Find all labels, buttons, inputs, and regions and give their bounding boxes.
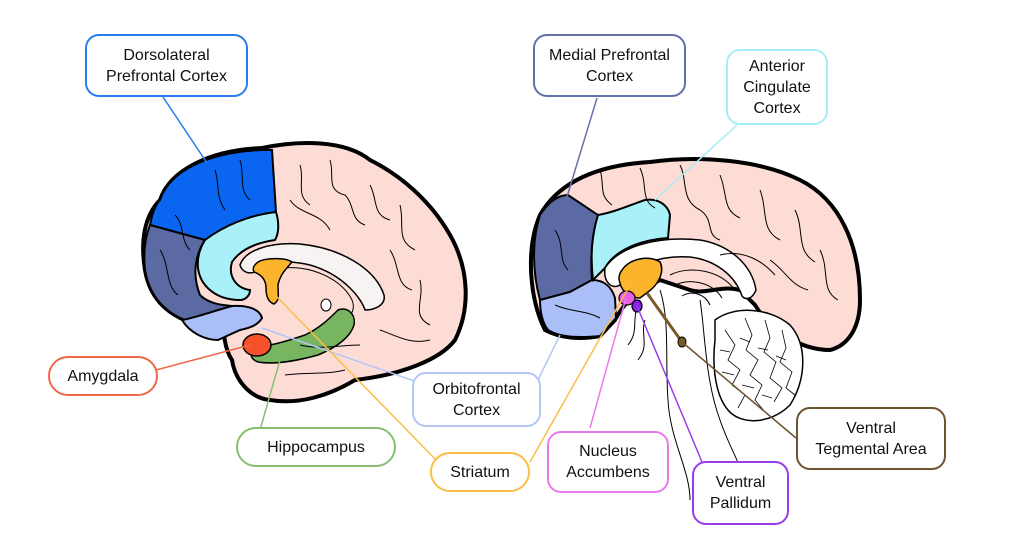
label-line: Medial Prefrontal <box>549 46 670 64</box>
label-line: Cingulate <box>743 78 811 96</box>
leader-vta <box>681 341 797 439</box>
label-amygdala: Amygdala <box>48 356 158 396</box>
leader-striatum-left <box>274 294 439 463</box>
right-striatum-region <box>618 257 663 299</box>
leader-striatum-right <box>529 284 631 463</box>
right-acc-region <box>590 198 672 283</box>
leader-hippocampus <box>259 359 281 431</box>
label-line: Cortex <box>753 99 801 117</box>
leader-acc <box>654 124 738 201</box>
left-amygdala-region <box>242 333 272 357</box>
label-line: Nucleus <box>579 443 637 460</box>
right-gyri <box>554 164 839 319</box>
label-line: Ventral <box>715 474 766 491</box>
left-acc-region <box>196 210 280 302</box>
left-ofc-region <box>180 304 264 342</box>
leader-mpfc <box>565 97 598 201</box>
leader-lines <box>155 96 797 463</box>
label-hippocampus: Hippocampus <box>236 427 396 467</box>
label-line: Tegmental Area <box>815 440 927 458</box>
label-medial-prefrontal-cortex: Medial Prefrontal Cortex <box>533 34 686 97</box>
label-line: Dorsolateral <box>123 46 210 64</box>
label-line: Anterior <box>748 57 806 75</box>
label-line: Striatum <box>450 463 510 481</box>
label-orbitofrontal-cortex: Orbitofrontal Cortex <box>412 372 541 427</box>
leader-vp <box>636 305 703 463</box>
label-line: Ventral <box>846 419 896 437</box>
label-line: Accumbens <box>566 464 650 481</box>
label-line: Orbitofrontal <box>432 380 521 398</box>
leader-ofc-left <box>261 327 424 385</box>
label-ventral-pallidum: Ventral Pallidum <box>692 461 789 525</box>
label-anterior-cingulate-cortex: Anterior Cingulate Cortex <box>726 49 828 125</box>
right-cerebellum <box>713 309 804 422</box>
leader-nacc <box>589 297 627 429</box>
label-line: Prefrontal Cortex <box>106 67 227 85</box>
label-striatum: Striatum <box>430 452 530 492</box>
left-brain <box>141 141 468 404</box>
label-ventral-tegmental-area: Ventral Tegmental Area <box>796 407 946 470</box>
right-thalamus-lines <box>627 269 736 361</box>
leader-ofc-right <box>537 334 561 381</box>
label-dorsolateral-prefrontal-cortex: Dorsolateral Prefrontal Cortex <box>85 34 248 97</box>
right-ofc-region <box>538 278 618 339</box>
leader-dlpfc <box>162 96 208 164</box>
label-line: Amygdala <box>67 367 139 385</box>
label-line: Cortex <box>585 67 634 85</box>
left-striatum-region <box>252 257 294 305</box>
label-line: Cortex <box>452 401 501 419</box>
label-nucleus-accumbens: Nucleus Accumbens <box>547 431 669 493</box>
leader-amygdala <box>155 344 251 371</box>
label-line: Pallidum <box>709 495 772 512</box>
left-ventricle-hole <box>320 298 332 312</box>
left-gyri <box>159 159 431 376</box>
label-line: Hippocampus <box>267 438 365 456</box>
right-brain <box>528 157 863 501</box>
right-vta-tract <box>645 292 684 343</box>
